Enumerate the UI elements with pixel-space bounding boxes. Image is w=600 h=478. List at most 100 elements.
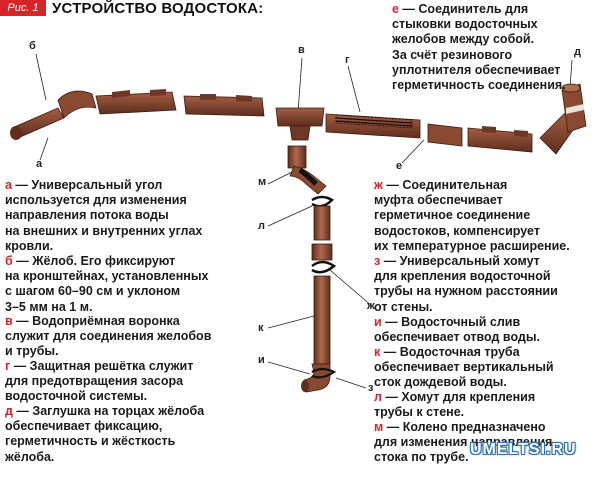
desc-text: Водосточная труба: [399, 345, 520, 359]
callout-z: з: [368, 382, 374, 394]
desc-line: м — Колено предназначено: [374, 420, 546, 434]
desc-line: а — Универсальный угол: [5, 178, 163, 192]
desc-text: для предотвращения засора: [5, 374, 184, 389]
desc-line: герметичность соединения.: [392, 78, 566, 93]
desc-key: г: [5, 359, 11, 373]
desc-text: с шагом 60–90 см и уклоном: [5, 284, 181, 299]
desc-line: для изменения направления: [374, 435, 552, 450]
desc-text: обеспечивает фиксацию,: [5, 419, 163, 434]
desc-text: их температурное расширение.: [374, 238, 570, 253]
desc-line: герметичное соединение: [374, 208, 570, 223]
desc-line: кровли.: [5, 239, 202, 254]
desc-line: желобов между собой.: [392, 32, 566, 47]
desc-text: За счёт резинового: [392, 47, 513, 62]
desc-line: обеспечивает фиксацию,: [5, 419, 204, 434]
desc-line: к — Водосточная труба: [374, 345, 520, 359]
desc-line: трубы к стене.: [374, 405, 535, 420]
desc-text: на внешних и внутренних углах: [5, 223, 203, 238]
desc-line: 3–5 мм на 1 м.: [5, 300, 208, 315]
desc-line: водостоков, компенсирует: [374, 224, 570, 239]
desc-text: Водосточный слив: [401, 315, 521, 329]
desc-line: используется для изменения: [5, 193, 202, 208]
desc-text: жёлоба.: [5, 449, 55, 464]
desc-text: герметичность и жёсткость: [5, 434, 176, 449]
desc-line: обеспечивает отвод воды.: [374, 330, 540, 345]
desc-text: кровли.: [5, 238, 54, 253]
desc-line: на кронштейнах, установленных: [5, 269, 208, 284]
desc-text: муфта обеспечивает: [374, 193, 503, 208]
desc-text: водосточной системы.: [5, 389, 148, 404]
desc-line: За счёт резинового: [392, 48, 566, 63]
callout-g: г: [345, 54, 350, 66]
desc-line: б — Жёлоб. Его фиксируют: [5, 254, 176, 268]
desc-key: ж: [374, 178, 383, 192]
desc-line: их температурное расширение.: [374, 239, 570, 254]
desc-line: и — Водосточный слив: [374, 315, 521, 329]
desc-text: Соединительная: [402, 178, 508, 192]
desc-line: для крепления водосточной: [374, 269, 558, 284]
desc-line: жёлоба.: [5, 450, 204, 465]
desc-line: стока по трубе.: [374, 450, 552, 465]
desc-text: Колено предназначено: [402, 420, 546, 434]
desc-text: и трубы.: [5, 344, 59, 359]
desc-text: для крепления водосточной: [374, 269, 551, 284]
desc-text: Заглушка на торцах жёлоба: [32, 404, 205, 418]
desc-text: для изменения направления: [374, 435, 553, 450]
desc-line: трубы на нужном расстоянии: [374, 284, 558, 299]
callout-l: л: [258, 220, 265, 232]
callout-d: д: [574, 46, 581, 58]
desc-line: сток дождевой воды.: [374, 375, 554, 390]
desc-line: с шагом 60–90 см и уклоном: [5, 284, 208, 299]
desc-line: служит для соединения желобов: [5, 329, 211, 344]
desc-text: Жёлоб. Его фиксируют: [32, 254, 176, 268]
desc-line: для предотвращения засора: [5, 374, 193, 389]
desc-key: б: [5, 254, 13, 268]
desc-text: трубы к стене.: [374, 405, 465, 420]
desc-line: стыковки водосточных: [392, 17, 566, 32]
desc-text: обеспечивает вертикальный: [374, 360, 554, 375]
desc-line: л — Хомут для крепления: [374, 390, 536, 404]
desc-text: Универсальный угол: [31, 178, 163, 192]
desc-text: стыковки водосточных: [392, 17, 538, 32]
desc-line: на внешних и внутренних углах: [5, 224, 202, 239]
desc-line: муфта обеспечивает: [374, 193, 570, 208]
desc-key: з: [374, 254, 381, 268]
desc-text: от стены.: [374, 299, 433, 314]
desc-key: в: [5, 314, 13, 328]
watermark: UMELTSI.RU: [470, 441, 577, 458]
gutter-corner: [10, 90, 97, 140]
desc-key: м: [374, 420, 384, 434]
callout-zh: ж: [367, 300, 375, 312]
desc-line: герметичность и жёсткость: [5, 434, 204, 449]
desc-line: е — Соединитель для: [392, 2, 529, 16]
desc-line: г — Защитная решётка служит: [5, 359, 194, 373]
gutter-sections: [95, 83, 587, 155]
callout-v: в: [298, 44, 305, 56]
desc-text: Универсальный хомут: [399, 254, 540, 268]
leader-lines: [35, 53, 573, 389]
desc-key: е: [392, 2, 399, 16]
desc-text: герметичное соединение: [374, 208, 531, 223]
desc-line: уплотнителя обеспечивает: [392, 63, 566, 78]
desc-text: герметичность соединения.: [392, 78, 566, 93]
desc-key: к: [374, 345, 381, 359]
desc-key: л: [374, 390, 382, 404]
desc-text: Водоприёмная воронка: [32, 314, 180, 328]
desc-line: обеспечивает вертикальный: [374, 360, 554, 375]
figure-badge: Рис. 1: [0, 0, 46, 16]
desc-line: направления потока воды: [5, 208, 202, 223]
desc-text: на кронштейнах, установленных: [5, 269, 209, 284]
callout-i: и: [258, 354, 265, 366]
desc-text: уплотнителя обеспечивает: [392, 62, 561, 77]
desc-key: и: [374, 315, 382, 329]
desc-text: обеспечивает отвод воды.: [374, 330, 540, 345]
